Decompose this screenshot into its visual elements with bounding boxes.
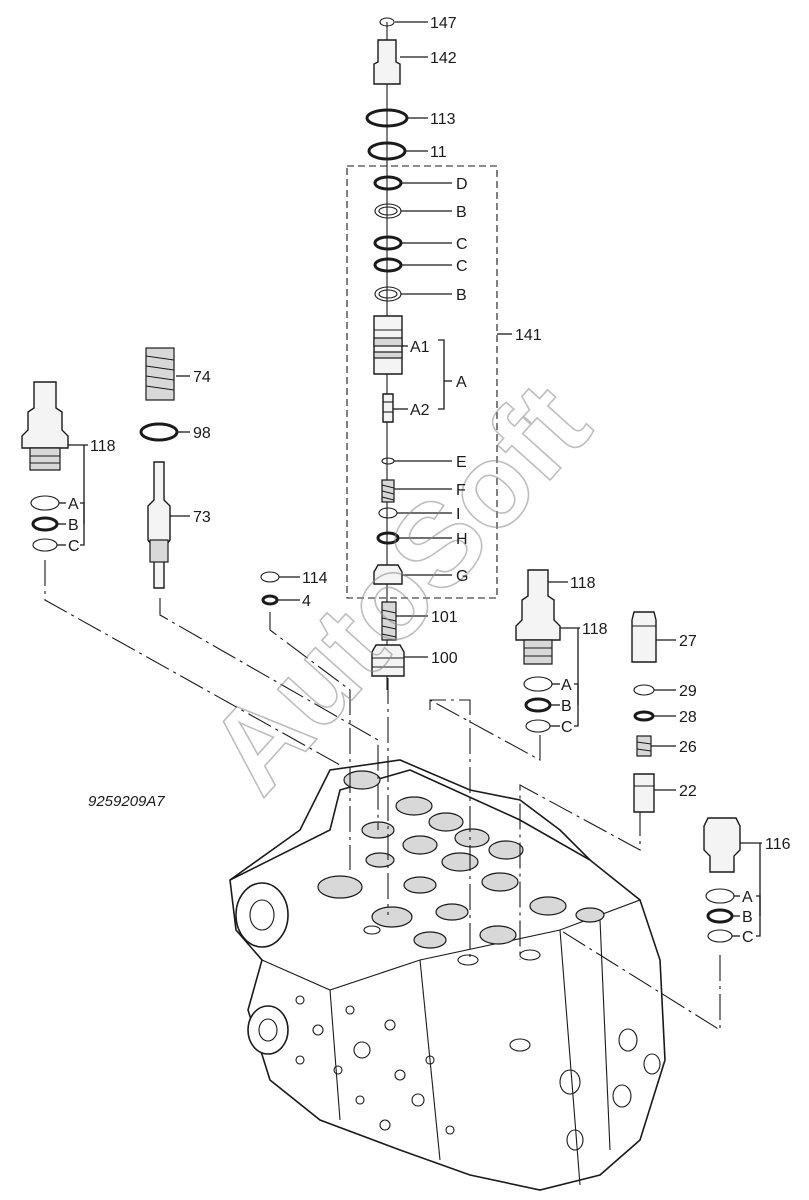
callout-116: 116 bbox=[765, 836, 791, 853]
part-g bbox=[373, 564, 403, 585]
letter-g: G bbox=[456, 568, 468, 585]
callout-142: 142 bbox=[430, 50, 457, 67]
mid-letter-c: C bbox=[561, 719, 573, 736]
part-a2 bbox=[382, 393, 394, 423]
part-101 bbox=[381, 601, 397, 641]
left-ring-b bbox=[31, 516, 59, 532]
callout-147: 147 bbox=[430, 15, 457, 32]
assembly-center-lines bbox=[44, 22, 721, 1031]
part-e bbox=[381, 457, 395, 465]
part-100 bbox=[371, 644, 405, 677]
right-letter-b: B bbox=[742, 909, 753, 926]
left-relief-valve-118 bbox=[21, 381, 69, 552]
center-stack-parts bbox=[365, 17, 409, 677]
letter-b-1: B bbox=[456, 204, 467, 221]
right-letter-c: C bbox=[742, 929, 754, 946]
callout-118-mid-top: 118 bbox=[570, 575, 596, 592]
ring-c-1 bbox=[373, 235, 403, 251]
mid-letter-b: B bbox=[561, 698, 572, 715]
left-letter-a: A bbox=[68, 496, 79, 513]
mid-letter-a: A bbox=[561, 677, 572, 694]
letter-b-2: B bbox=[456, 287, 467, 304]
watermark: AutoSoft bbox=[183, 359, 614, 817]
left-ring-c bbox=[32, 538, 58, 552]
callout-101: 101 bbox=[431, 609, 458, 626]
callout-114: 114 bbox=[302, 570, 328, 587]
letter-e: E bbox=[456, 454, 467, 471]
callout-4: 4 bbox=[302, 593, 311, 610]
callout-118-mid: 118 bbox=[582, 621, 608, 638]
callout-27: 27 bbox=[679, 633, 697, 650]
right-ring-c bbox=[707, 929, 733, 943]
right-ring-a bbox=[705, 888, 735, 904]
letter-a: A bbox=[456, 374, 467, 391]
callout-26: 26 bbox=[679, 739, 697, 756]
kit-141-boundary bbox=[346, 165, 498, 599]
right-letter-a: A bbox=[742, 889, 753, 906]
callout-22: 22 bbox=[679, 783, 697, 800]
callout-11: 11 bbox=[430, 144, 447, 161]
callout-73: 73 bbox=[193, 509, 211, 526]
letter-i: I bbox=[456, 506, 460, 523]
ring-d bbox=[373, 175, 403, 191]
mid-ring-c bbox=[525, 719, 551, 733]
letter-h: H bbox=[456, 531, 468, 548]
callout-141: 141 bbox=[515, 327, 542, 344]
mid-ring-a bbox=[523, 676, 553, 692]
letter-c-1: C bbox=[456, 236, 468, 253]
control-valve-body bbox=[229, 759, 666, 1191]
mid-ring-b bbox=[524, 697, 552, 713]
leader-lines bbox=[57, 21, 762, 937]
part-142 bbox=[373, 39, 401, 85]
callout-28: 28 bbox=[679, 709, 697, 726]
part-147 bbox=[379, 17, 395, 27]
letter-d: D bbox=[456, 176, 468, 193]
right-relief-valve-116 bbox=[703, 817, 741, 943]
kit-letter-labels: D B C C B A1 A2 A E F I H G A B C A B C … bbox=[68, 176, 754, 946]
left-letter-c: C bbox=[68, 538, 80, 555]
callout-labels: 147 142 113 11 141 74 98 73 118 114 4 10… bbox=[90, 15, 791, 853]
callout-100: 100 bbox=[431, 650, 458, 667]
check-valve-parts-22-29 bbox=[631, 611, 657, 813]
right-ring-b bbox=[706, 908, 734, 924]
letter-f: F bbox=[456, 482, 466, 499]
ring-c-2 bbox=[373, 257, 403, 273]
callout-113: 113 bbox=[430, 111, 456, 128]
spool-and-spring-73-74 bbox=[139, 347, 179, 589]
callout-29: 29 bbox=[679, 683, 697, 700]
left-ring-a bbox=[30, 495, 60, 511]
mid-relief-valve-118 bbox=[515, 569, 561, 733]
left-letter-b: B bbox=[68, 517, 79, 534]
callout-98: 98 bbox=[193, 425, 211, 442]
letter-a2: A2 bbox=[410, 402, 430, 419]
parts-114-4 bbox=[260, 571, 280, 606]
letter-a1: A1 bbox=[410, 339, 430, 356]
callout-74: 74 bbox=[193, 369, 211, 386]
callout-118-left: 118 bbox=[90, 438, 116, 455]
drawing-code: 9259209A7 bbox=[88, 793, 165, 810]
letter-c-2: C bbox=[456, 258, 468, 275]
